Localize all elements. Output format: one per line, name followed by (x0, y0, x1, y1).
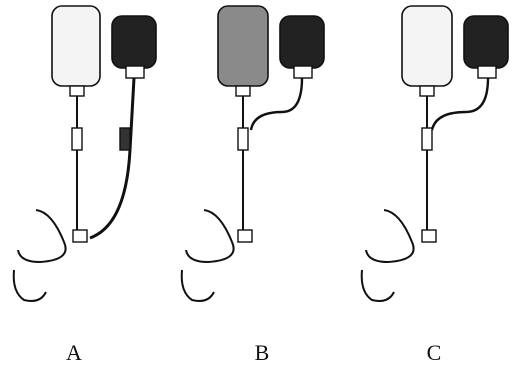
saline-bag-icon (402, 6, 452, 96)
y-connector (73, 230, 87, 242)
hand-icon (182, 270, 214, 301)
blood-bag-icon (112, 16, 156, 78)
saline-drip-chamber (72, 128, 82, 150)
hand-icon (14, 270, 46, 301)
drip-chamber (422, 128, 432, 150)
blood-bag-icon (464, 16, 508, 78)
panel-label-a: A (54, 340, 94, 366)
hand-icon (362, 270, 394, 301)
arm-icon (18, 210, 66, 262)
mixed-bag-icon (218, 6, 268, 96)
drip-chamber (238, 128, 248, 150)
arm-icon (186, 210, 234, 262)
transfusion-setup-b (172, 0, 344, 371)
panel-a: A (0, 0, 172, 371)
panel-label-c: C (414, 340, 454, 366)
transfusion-setup-a (0, 0, 172, 371)
transfusion-setup-c (344, 0, 516, 371)
blood-bag-icon (280, 16, 324, 78)
blood-drip-chamber (120, 128, 130, 150)
arm-icon (366, 210, 414, 262)
saline-bag-icon (52, 6, 100, 96)
panel-c: C (344, 0, 516, 371)
panel-b: B (172, 0, 344, 371)
y-connector (422, 230, 436, 242)
panel-label-b: B (242, 340, 282, 366)
blood-line (90, 78, 134, 238)
y-connector (238, 230, 252, 242)
